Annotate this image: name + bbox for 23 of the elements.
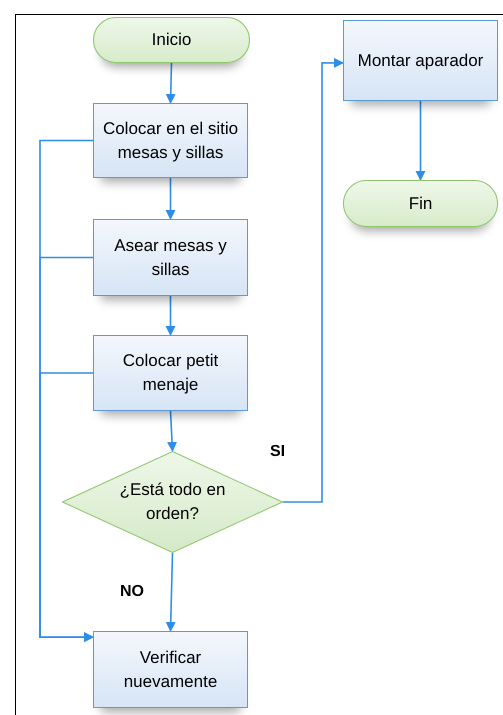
- process-box: [93, 631, 248, 708]
- process-box: [93, 335, 248, 411]
- arrow: [283, 58, 344, 503]
- arrow: [416, 101, 426, 181]
- step-text: ¿Está todo en orden?: [118, 479, 226, 525]
- step-text: Montar aparador: [356, 50, 484, 72]
- step-text: Colocar petit menaje: [122, 350, 220, 396]
- arrow: [39, 372, 94, 642]
- arrow: [166, 62, 176, 104]
- step-text: Inicio: [150, 29, 192, 51]
- terminal-pill: [93, 17, 250, 63]
- step-text: Asear mesas y sillas: [113, 234, 228, 280]
- arrow: [166, 178, 176, 220]
- arrow: [167, 410, 178, 452]
- process-box: [93, 219, 248, 296]
- process-box: [343, 20, 498, 101]
- process-box: [93, 103, 248, 178]
- step-text: Colocar en el sitio mesas y sillas: [102, 118, 240, 164]
- terminal-pill: [343, 180, 498, 227]
- arrow: [166, 552, 176, 632]
- arrow: [166, 296, 176, 336]
- step-text: Fin: [408, 192, 434, 214]
- step-text: Verificar nuevamente: [122, 646, 218, 692]
